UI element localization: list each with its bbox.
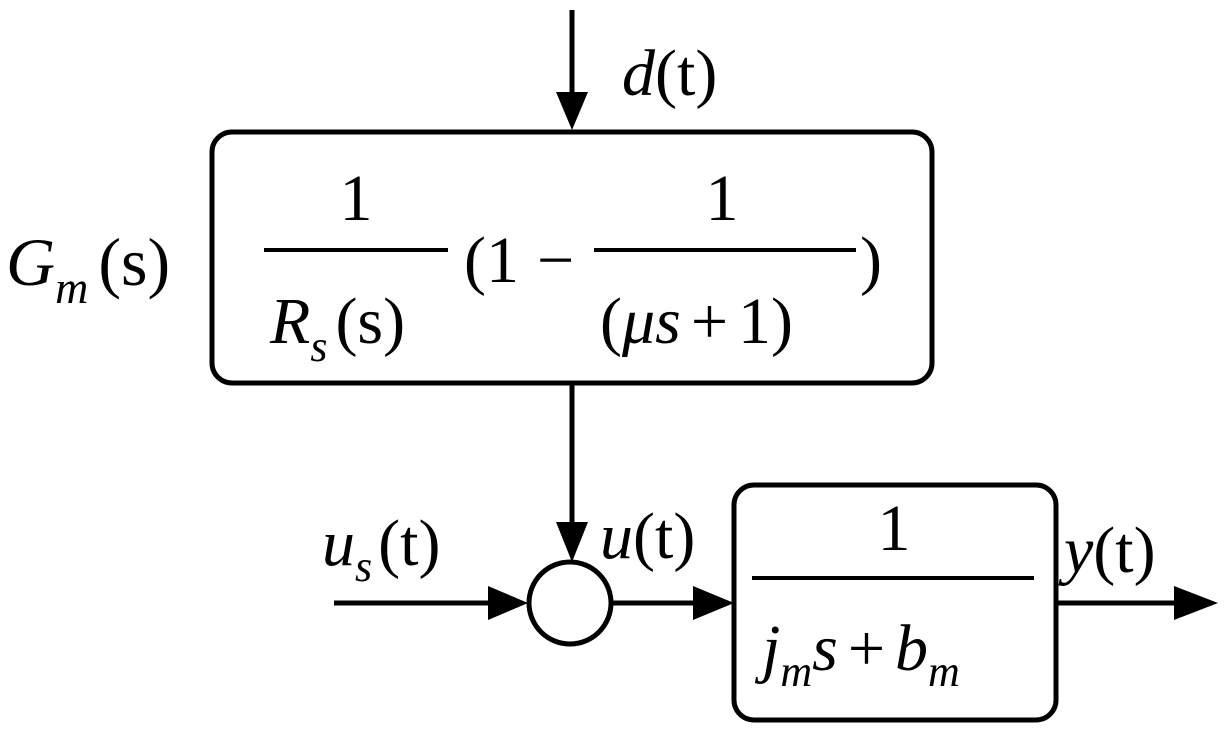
plant-block <box>731 482 1059 723</box>
gm-label: Gm(s) <box>6 224 170 313</box>
input-arrowhead <box>488 586 528 620</box>
gm-paren-close: ) <box>860 224 882 297</box>
gm-frac2-numerator: 1 <box>706 162 739 235</box>
output-signal-label: y(t) <box>1058 514 1156 587</box>
gm-frac1-denominator: Rs(s) <box>269 285 405 371</box>
control-arrowhead <box>693 586 734 620</box>
plant-denominator: jms+bm <box>754 612 960 696</box>
summing-junction <box>526 559 614 647</box>
plant-numerator: 1 <box>878 492 911 565</box>
gm-block <box>209 129 935 386</box>
gm-frac2-denominator: (μs+1) <box>600 285 793 358</box>
gm-to-sum-arrowhead <box>556 522 588 562</box>
gm-frac1-numerator: 1 <box>340 162 373 235</box>
disturbance-arrowhead <box>556 92 588 130</box>
control-signal-label: u(t) <box>600 500 695 573</box>
input-signal-label: us(t) <box>322 507 440 591</box>
output-arrowhead <box>1174 586 1218 620</box>
disturbance-label: d(t) <box>622 37 717 110</box>
gm-minus: − <box>537 224 574 297</box>
gm-paren-open: (1 <box>464 224 519 297</box>
